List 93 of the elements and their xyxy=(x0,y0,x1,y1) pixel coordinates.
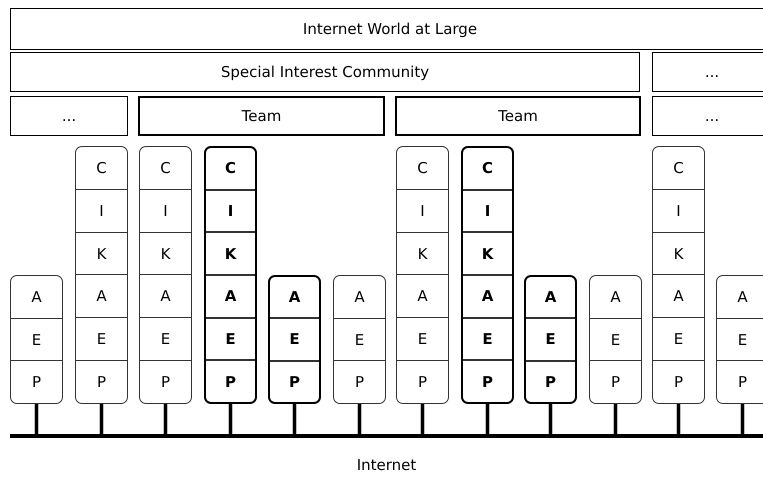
stack-layer: E xyxy=(206,316,255,360)
bus-connector xyxy=(420,404,424,434)
stack-layer: A xyxy=(206,274,255,317)
stack-layer: P xyxy=(76,360,127,403)
stack-layer: E xyxy=(397,317,448,360)
bus-connector xyxy=(676,404,680,434)
stack-layer: P xyxy=(653,360,704,403)
stack-layer: I xyxy=(397,188,448,232)
protocol-stack xyxy=(204,146,257,404)
band-label: Team xyxy=(242,107,282,125)
band-label: ... xyxy=(62,107,76,125)
stack-layer: E xyxy=(11,318,62,360)
protocol-stack xyxy=(524,275,577,404)
stack-layer: K xyxy=(140,232,191,274)
stack-layer: K xyxy=(206,231,255,274)
band-label: ... xyxy=(704,107,720,125)
stack-layer: K xyxy=(76,232,127,274)
bus-connector xyxy=(486,404,490,434)
stack-layer: K xyxy=(463,231,512,274)
stack-layer: P xyxy=(334,360,385,403)
band-label: Special Interest Community xyxy=(220,63,430,81)
bus-connector xyxy=(34,404,38,434)
protocol-stack xyxy=(716,275,763,404)
stack-layer: K xyxy=(653,232,704,274)
stack-layer: I xyxy=(140,188,191,232)
band-label: Team xyxy=(498,107,538,125)
stack-layer: E xyxy=(526,317,575,360)
layer-band xyxy=(652,52,763,92)
layer-band xyxy=(652,96,763,136)
bus-connector xyxy=(228,404,232,434)
stack-layer: P xyxy=(270,360,319,402)
stack-layer: P xyxy=(526,360,575,402)
layer-band xyxy=(10,96,128,136)
stack-layer: A xyxy=(544,287,558,308)
bus-connector xyxy=(358,404,362,434)
protocol-stack xyxy=(461,146,514,404)
layer-band xyxy=(395,96,641,136)
stack-layer: P xyxy=(11,360,62,403)
protocol-stack xyxy=(589,275,642,404)
stack-layer: E xyxy=(334,318,385,360)
stack-layer: E xyxy=(270,317,319,360)
stack-layer: A xyxy=(609,286,622,308)
bus-connector xyxy=(164,404,168,434)
stack-layer: C xyxy=(159,158,172,179)
stack-layer: A xyxy=(288,287,302,308)
stack-layer: A xyxy=(353,286,366,308)
stack-layer: C xyxy=(95,158,108,179)
stack-layer: E xyxy=(590,318,641,360)
layer-band xyxy=(10,8,763,50)
stack-layer: A xyxy=(397,274,448,318)
protocol-stack xyxy=(75,146,128,404)
protocol-stack xyxy=(268,275,321,404)
stack-layer: K xyxy=(397,232,448,274)
stack-layer: I xyxy=(206,188,255,232)
stack-layer: A xyxy=(76,274,127,318)
stack-layer: A xyxy=(653,274,704,318)
bus-connector xyxy=(292,404,296,434)
stack-layer: A xyxy=(140,274,191,318)
protocol-stack xyxy=(139,146,192,404)
stack-layer: C xyxy=(672,158,685,179)
protocol-stack xyxy=(396,146,449,404)
stack-layer: P xyxy=(463,359,512,402)
stack-layer: P xyxy=(590,360,641,403)
stack-layer: I xyxy=(76,188,127,232)
stack-layer: A xyxy=(30,286,43,308)
layer-band xyxy=(10,52,640,92)
stack-layer: A xyxy=(463,274,512,317)
protocol-stack xyxy=(10,275,63,404)
band-label: ... xyxy=(704,63,720,81)
network-label: Internet xyxy=(356,456,416,474)
protocol-stack xyxy=(652,146,705,404)
stack-layer: E xyxy=(140,317,191,360)
stack-layer: P xyxy=(140,360,191,403)
stack-layer: P xyxy=(397,360,448,403)
stack-layer: A xyxy=(736,286,749,308)
stack-layer: E xyxy=(653,317,704,360)
protocol-stack xyxy=(333,275,386,404)
stack-layer: P xyxy=(717,360,763,403)
bus-connector xyxy=(614,404,618,434)
stack-layer: C xyxy=(416,158,429,179)
stack-layer: I xyxy=(463,188,512,232)
stack-layer: P xyxy=(206,359,255,402)
stack-layer: E xyxy=(717,318,763,360)
bus-connector xyxy=(100,404,104,434)
band-label: Internet World at Large xyxy=(302,20,478,38)
stack-layer: E xyxy=(463,316,512,360)
stack-layer: I xyxy=(653,188,704,232)
bus-connector xyxy=(548,404,552,434)
bus-connector xyxy=(740,404,744,434)
stack-layer: C xyxy=(480,158,494,180)
stack-layer: C xyxy=(224,158,237,180)
layer-band xyxy=(138,96,385,136)
stack-layer: E xyxy=(76,317,127,360)
